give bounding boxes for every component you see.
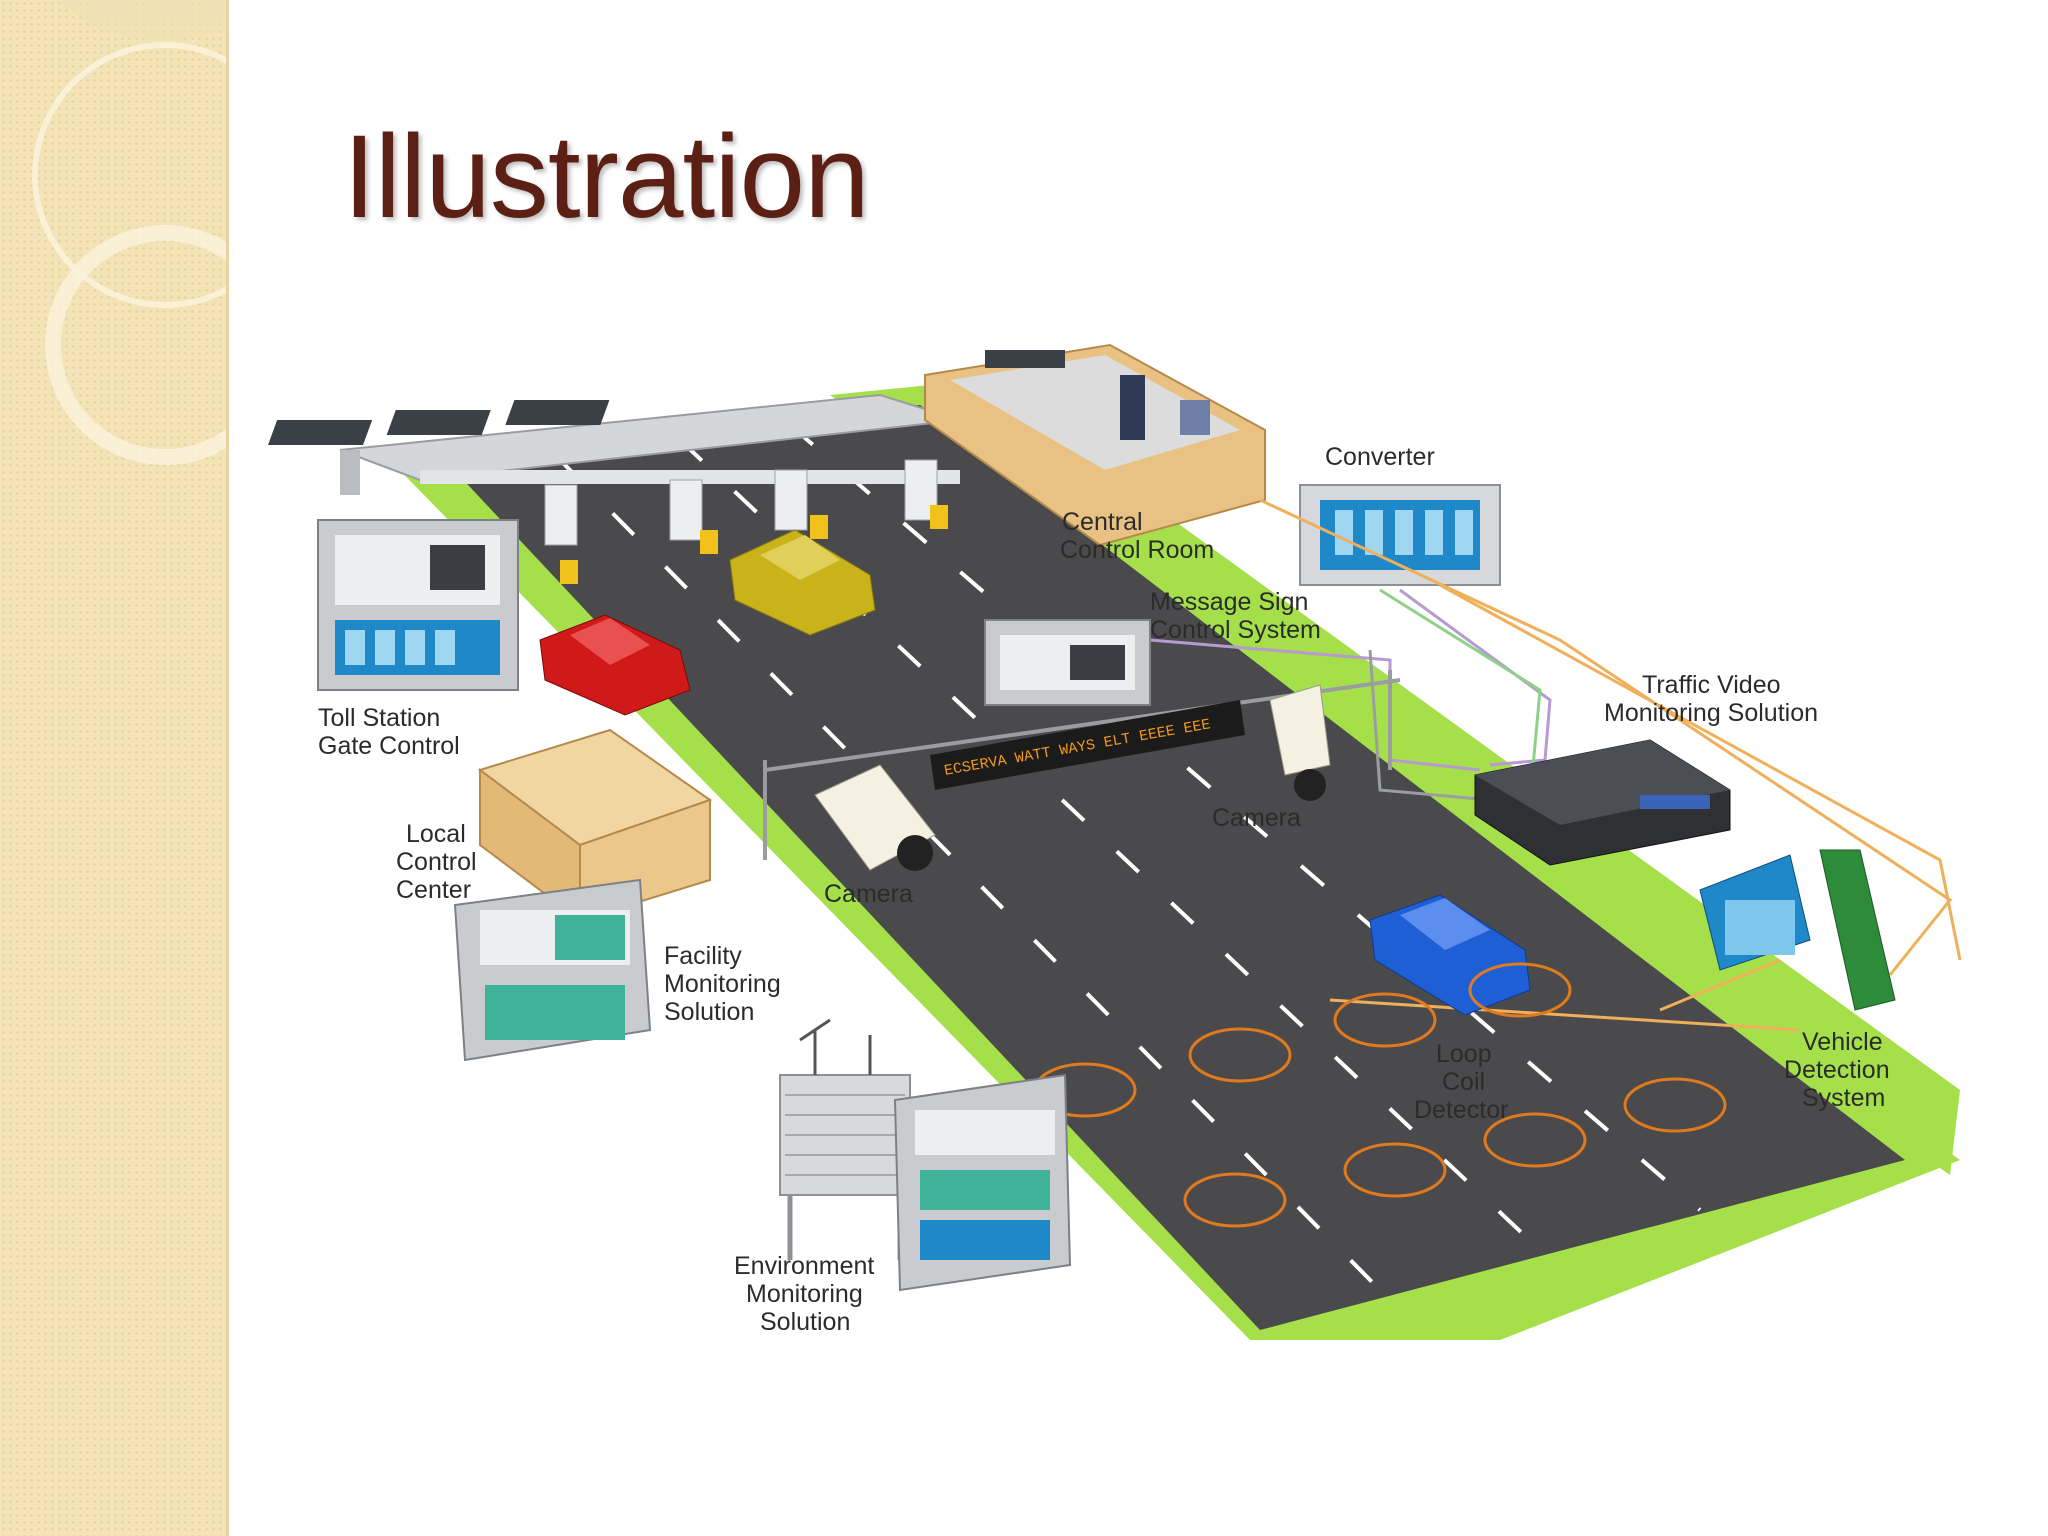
decorative-side-panel	[0, 0, 228, 1536]
label-loop-coil-line2: Coil	[1442, 1068, 1485, 1096]
toll-canopy	[268, 393, 961, 584]
lane-markings	[558, 423, 1702, 1292]
camera-right-device	[1269, 684, 1331, 801]
converter-box	[1299, 484, 1501, 586]
traffic-video-unit	[1474, 739, 1731, 866]
label-vehicle-detection-line2: Detection	[1784, 1056, 1890, 1084]
label-facility-monitoring-line3: Solution	[664, 998, 754, 1026]
label-converter: Converter	[1325, 443, 1435, 471]
label-traffic-video-line1: Traffic Video	[1642, 671, 1781, 699]
label-vehicle-detection-line1: Vehicle	[1802, 1028, 1883, 1056]
label-central-control-room-line1: Central	[1062, 508, 1143, 536]
car-red	[539, 614, 691, 716]
label-toll-station-line2: Gate Control	[318, 732, 460, 760]
label-local-control-line2: Control	[396, 848, 477, 876]
label-environment-line1: Environment	[734, 1252, 874, 1280]
message-sign-control-cabinet	[984, 619, 1151, 706]
network-cables	[1149, 498, 1962, 1032]
label-local-control-line3: Center	[396, 876, 471, 904]
central-control-room-building	[924, 343, 1266, 547]
decorative-rings	[32, 0, 228, 465]
label-facility-monitoring-line2: Monitoring	[664, 970, 781, 998]
label-camera-right: Camera	[1212, 804, 1301, 832]
label-camera-left: Camera	[824, 880, 913, 908]
label-facility-monitoring-line1: Facility	[664, 942, 742, 970]
environment-monitoring-cabinet	[893, 1073, 1072, 1292]
facility-monitoring-cabinet	[453, 878, 652, 1062]
camera-left-device	[814, 764, 936, 871]
side-panel-edge	[226, 0, 229, 1536]
car-blue	[1369, 894, 1531, 1016]
label-message-sign-line2: Control System	[1150, 616, 1321, 644]
car-yellow	[729, 529, 876, 636]
label-message-sign-line1: Message Sign	[1150, 588, 1308, 616]
label-traffic-video-line2: Monitoring Solution	[1604, 699, 1818, 727]
label-loop-coil-line3: Detector	[1414, 1096, 1508, 1124]
label-environment-line3: Solution	[760, 1308, 850, 1336]
label-central-control-room-line2: Control Room	[1060, 536, 1214, 564]
label-environment-line2: Monitoring	[746, 1280, 863, 1308]
slide-title: Illustration	[343, 111, 870, 243]
road-surface	[440, 405, 1905, 1330]
label-loop-coil-line1: Loop	[1436, 1040, 1492, 1068]
label-toll-station-line1: Toll Station	[318, 704, 440, 732]
environment-monitoring-station	[779, 1018, 911, 1260]
vehicle-detection-boards	[1699, 849, 1896, 1011]
toll-station-cabinet	[317, 519, 519, 691]
label-vehicle-detection-line3: System	[1802, 1084, 1885, 1112]
loop-coils	[1033, 962, 1727, 1228]
label-local-control-line1: Local	[406, 820, 466, 848]
